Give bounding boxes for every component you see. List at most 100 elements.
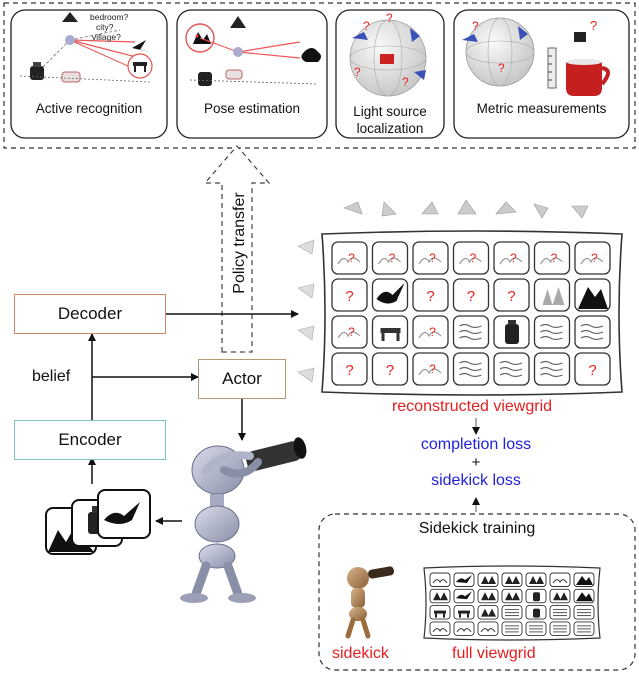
viewgrid-cell: ? [452,241,490,275]
viewgrid-cell [452,315,490,349]
svg-text:?: ? [507,288,515,305]
panel-metric: ? ? ? [453,9,630,139]
svg-text:?: ? [429,325,436,339]
agent-robot [180,437,307,603]
viewgrid-cell: ? [412,278,449,312]
svg-text:?: ? [402,75,409,89]
viewgrid-cell: ? [371,352,409,386]
plus-sign: + [471,454,481,471]
panel-active-recognition [10,9,168,139]
viewgrid-cell [533,315,571,349]
svg-text:?: ? [389,251,396,265]
completion-loss-label: completion loss [420,436,532,453]
pose-estimation-illustration [185,16,321,86]
full-viewgrid-cell [525,572,547,587]
full-viewgrid-cell [453,572,475,587]
full-viewgrid-cell [525,621,547,636]
viewgrid-cell [533,278,571,312]
svg-text:?: ? [345,288,353,305]
policy-transfer-arrow [203,145,271,353]
viewgrid-cell: ? [574,241,611,275]
svg-text:?: ? [588,362,596,379]
svg-text:?: ? [429,362,436,376]
full-viewgrid-cell [429,588,451,604]
full-viewgrid-cell [549,621,571,636]
svg-text:?: ? [470,251,477,265]
full-viewgrid-cell [477,621,499,636]
camera-column-left [297,239,315,383]
full-viewgrid-cell [453,605,475,620]
full-viewgrid-cell [477,588,499,604]
svg-text:?: ? [348,251,355,265]
full-viewgrid-cell [549,572,571,587]
svg-text:?: ? [363,19,370,33]
full-viewgrid-cell [525,605,547,620]
svg-text:?: ? [551,251,558,265]
policy-transfer-label: Policy transfer [231,192,248,294]
label-light-source-line1: Light source [353,104,427,119]
encoder-block: Encoder [14,420,166,460]
svg-text:?: ? [426,288,434,305]
full-viewgrid-cell [549,605,571,620]
full-viewgrid-cell [429,605,451,620]
viewgrid-cell [493,315,530,349]
observed-views-stack [45,489,151,555]
viewgrid-cell: ? [533,241,571,275]
full-viewgrid-cell [573,572,595,587]
viewgrid-cell [371,278,409,312]
full-viewgrid-cell [573,621,595,636]
svg-text:?: ? [429,251,436,265]
sidekick-label: sidekick [332,645,389,662]
metric-illustration: ? ? ? [462,17,610,96]
viewgrid-cell [533,352,571,386]
full-viewgrid-cell [477,605,499,620]
viewgrid-cell: ? [331,352,368,386]
active-recognition-illustration [19,12,153,83]
full-viewgrid-cell [573,588,595,604]
svg-text:?: ? [591,251,598,265]
svg-text:?: ? [386,362,394,379]
label-metric-measurements: Metric measurements [476,101,607,116]
viewgrid-cell: ? [574,352,611,386]
full-viewgrid-cell [501,621,523,636]
viewgrid-cell: ? [331,278,368,312]
viewgrid-cell: ? [412,241,449,275]
viewgrid-cell [452,352,490,386]
viewgrid-cell [574,315,611,349]
full-viewgrid-label: full viewgrid [452,645,536,662]
camera-row-top [343,199,589,219]
light-sphere-illustration: ? ? ? ? [349,11,427,97]
full-viewgrid-cell [501,588,523,604]
full-viewgrid-cell [453,588,475,604]
actor-block: Actor [198,359,286,399]
viewgrid-cell [371,315,409,349]
reconstructed-viewgrid-cells: ????????????????? [331,241,611,386]
viewgrid-cell: ? [371,241,409,275]
svg-text:?: ? [590,18,597,33]
svg-text:?: ? [348,325,355,339]
viewgrid-cell: ? [412,315,449,349]
full-viewgrid-cell [525,588,547,604]
reconstructed-viewgrid-label: reconstructed viewgrid [391,398,553,415]
question-city: city? [96,22,114,32]
viewgrid-cell: ? [493,241,530,275]
svg-text:?: ? [354,65,361,79]
sidekick-training-title: Sidekick training [418,520,536,537]
svg-text:?: ? [386,11,393,25]
svg-text:?: ? [345,362,353,379]
full-viewgrid-cell [429,572,451,587]
sidekick-figure [345,566,395,639]
full-viewgrid-cells [429,572,595,636]
panel-pose-estimation [176,9,328,139]
viewgrid-cell: ? [493,278,530,312]
panel-light-source: ? ? ? ? [335,9,445,139]
full-viewgrid-cell [453,621,475,636]
svg-text:?: ? [498,61,505,75]
viewgrid-cell: ? [412,352,449,386]
svg-text:?: ? [472,19,479,33]
decoder-block: Decoder [14,294,166,334]
viewgrid-cell [574,278,611,312]
label-active-recognition: Active recognition [35,101,143,116]
viewgrid-cell: ? [331,315,368,349]
